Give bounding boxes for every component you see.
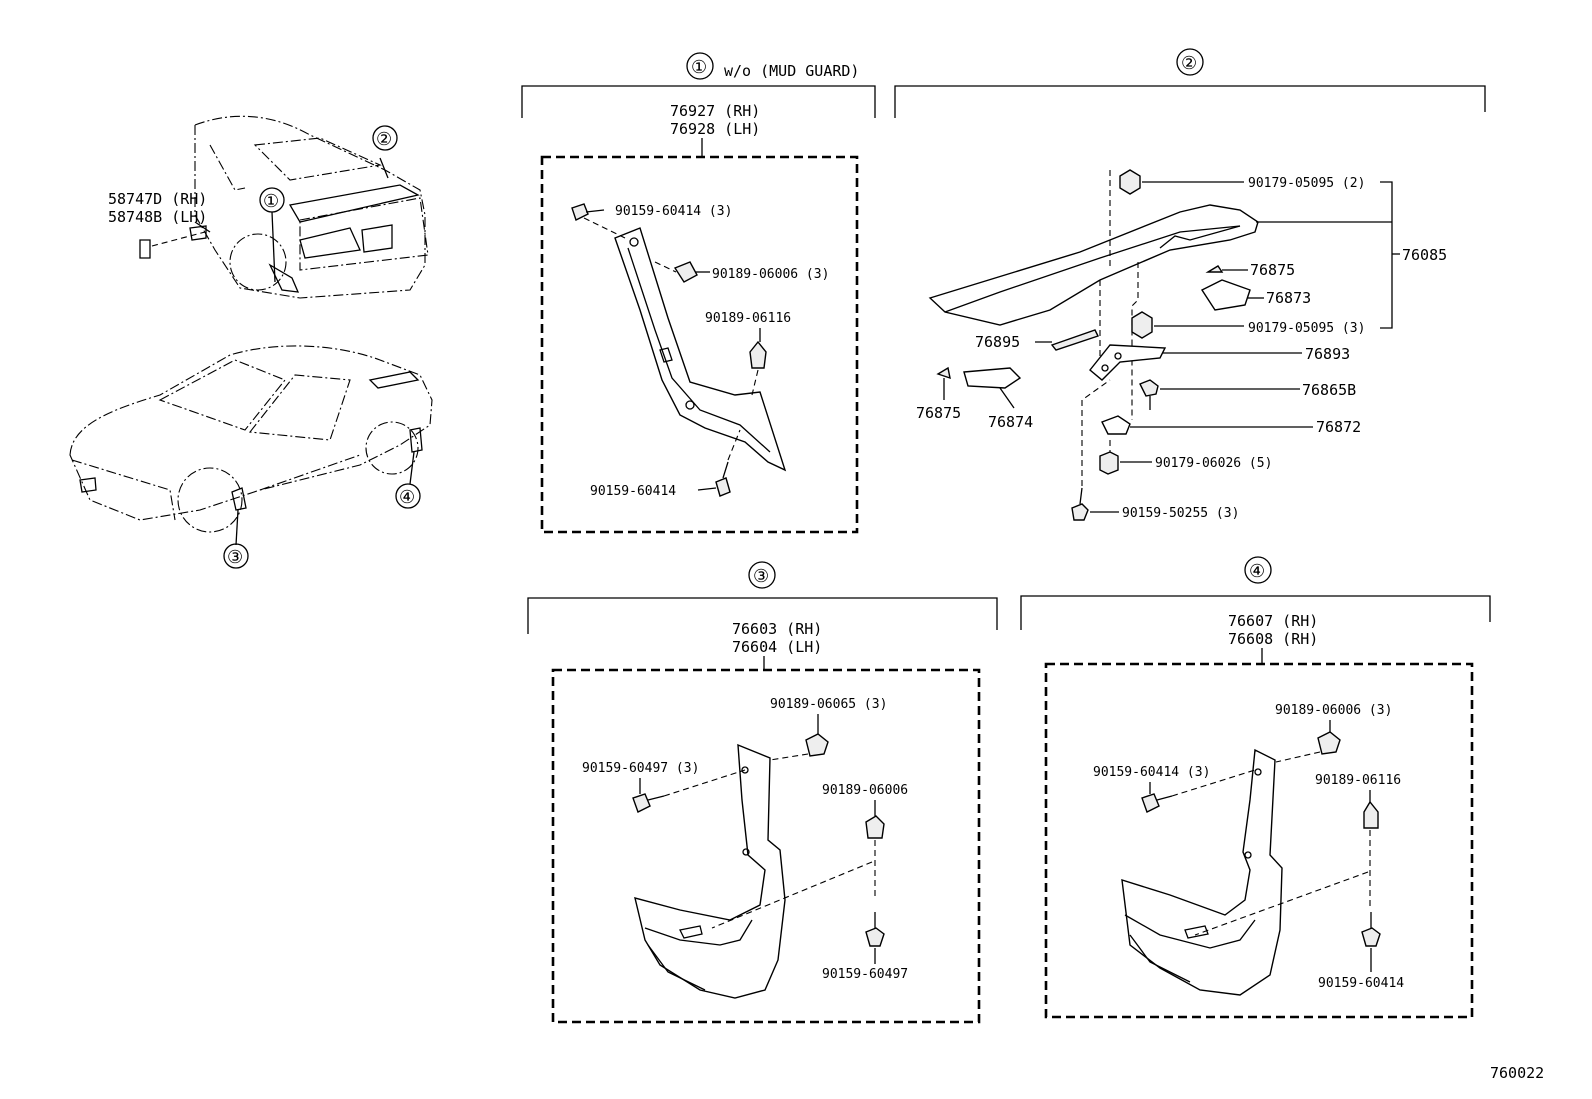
s2-nut-mid-label: 90179-05095 (3) (1248, 321, 1365, 336)
nut-low-icon (1099, 451, 1119, 475)
nut-mid-icon (1131, 311, 1153, 339)
section-1-marker: ① (691, 57, 707, 78)
svg-text:②: ② (376, 129, 392, 150)
svg-text:①: ① (263, 191, 279, 212)
nut-top-icon (1119, 169, 1141, 195)
screw-top-icon (571, 203, 589, 221)
s4-screw-bottom-label: 90159-60414 (1318, 976, 1404, 991)
s2-gasket-label: 76872 (1316, 418, 1361, 436)
gasket-icon (1101, 415, 1131, 435)
s2-spoiler-label: 76085 (1402, 246, 1447, 264)
s3-clip-top-label: 90189-06065 (3) (770, 697, 887, 712)
section-3-marker: ③ (753, 566, 769, 587)
s4-nut-right-label: 90189-06116 (1315, 773, 1401, 788)
screw-bottom-icon (715, 477, 731, 497)
s3-screw-left-label: 90159-60497 (3) (582, 761, 699, 776)
s2-pad-a-label: 76875 (1250, 261, 1295, 279)
s2-seal-label: 76895 (975, 333, 1020, 351)
pad-a-icon (1205, 265, 1224, 273)
mud-guard-flap (614, 227, 787, 472)
rear-spoiler (928, 204, 1259, 326)
s4-clip-top-icon (1317, 731, 1341, 755)
s3-clip-right-label: 90189-06006 (822, 783, 908, 798)
pad-b-icon (936, 366, 951, 380)
s1-clip-label: 90189-06006 (3) (712, 267, 829, 282)
rear-car-label-lh: 58748B (LH) (108, 208, 207, 226)
s1-nut-label: 90189-06116 (705, 311, 791, 326)
section-3: ③ 76603 (RH) 76604 (LH) 90189-06065 (3) … (527, 561, 998, 1024)
mud-flap-rear (1121, 748, 1283, 996)
diagram-id: 760022 (1490, 1064, 1544, 1082)
s2-bracket-label: 76893 (1305, 345, 1350, 363)
s3-clip-top-icon (805, 733, 829, 757)
section-4-marker: ④ (1249, 561, 1265, 582)
cover-a-icon (1200, 279, 1251, 311)
callout-1-rear: ① (259, 187, 285, 213)
callout-3-front: ③ (223, 509, 249, 569)
s2-bolt-label: 76865B (1302, 381, 1356, 399)
svg-text:③: ③ (227, 547, 243, 568)
bracket-icon (1089, 344, 1167, 381)
s4-screw-left-icon (1141, 793, 1160, 813)
s2-cover-a-label: 76873 (1266, 289, 1311, 307)
s4-clip-top-label: 90189-06006 (3) (1275, 703, 1392, 718)
section-1-caption: w/o (MUD GUARD) (724, 62, 859, 80)
rear-car-label-rh: 58747D (RH) (108, 190, 207, 208)
s2-nut-top-label: 90179-05095 (2) (1248, 176, 1365, 191)
s2-nut-low-label: 90179-06026 (5) (1155, 456, 1272, 471)
section-1-assembly-rh: 76927 (RH) (670, 102, 760, 120)
s1-screw-top-label: 90159-60414 (3) (615, 204, 732, 219)
s4-nut-right-icon (1363, 800, 1379, 829)
s4-screw-left-label: 90159-60414 (3) (1093, 765, 1210, 780)
screw-low-icon (1071, 503, 1089, 521)
section-4: ④ 76607 (RH) 76608 (RH) 90189-06006 (3) … (1020, 556, 1491, 1019)
section-1-assembly-lh: 76928 (LH) (670, 120, 760, 138)
mud-flap-front (634, 743, 786, 999)
section-3-assembly-rh: 76603 (RH) (732, 620, 822, 638)
cover-b-icon (963, 367, 1022, 389)
s2-cover-b-label: 76874 (988, 413, 1033, 431)
s2-screw-low-label: 90159-50255 (3) (1122, 506, 1239, 521)
callout-4-front: ④ (395, 451, 421, 509)
seal-icon (1050, 329, 1099, 351)
s4-screw-bottom-icon (1361, 927, 1381, 947)
section-1: ① w/o (MUD GUARD) 76927 (RH) 76928 (LH) … (521, 52, 876, 534)
s3-screw-bottom-icon (865, 927, 885, 947)
section-2-marker: ② (1181, 53, 1197, 74)
section-4-assembly-lh: 76608 (RH) (1228, 630, 1318, 648)
s1-screw-bottom-label: 90159-60414 (590, 484, 676, 499)
svg-text:④: ④ (399, 487, 415, 508)
section-3-assembly-lh: 76604 (LH) (732, 638, 822, 656)
clip-icon (673, 261, 698, 283)
rear-car-illustration (139, 115, 429, 299)
s2-pad-b-label: 76875 (916, 404, 961, 422)
callout-2-rear: ② (372, 125, 398, 151)
s3-clip-right-icon (865, 815, 885, 839)
nut-icon (749, 340, 767, 369)
s3-screw-bottom-label: 90159-60497 (822, 967, 908, 982)
section-2: ② 90179-05095 (2) 76085 76875 (894, 48, 1486, 521)
s3-screw-left-icon (632, 793, 651, 813)
front-car-illustration (69, 345, 433, 533)
section-4-assembly-rh: 76607 (RH) (1228, 612, 1318, 630)
bolt-icon (1139, 379, 1159, 397)
